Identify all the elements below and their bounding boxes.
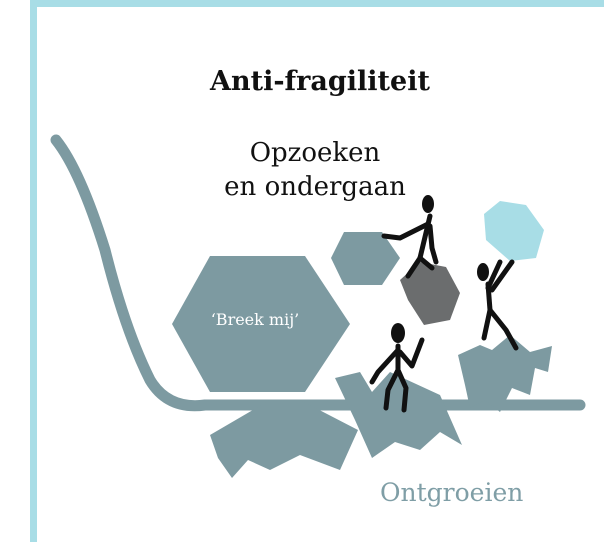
frame-top-border: [30, 0, 604, 7]
broken-piece-left: [210, 400, 358, 478]
broken-piece-center: [335, 372, 462, 458]
hexagon-label: ‘Breek mij’: [210, 310, 300, 329]
dark-hexagon: [400, 262, 460, 325]
seek-label-line2: en ondergaan: [224, 172, 406, 202]
fragility-curve: [50, 134, 586, 412]
light-blue-hexagon: [484, 201, 544, 261]
outgrow-label: Ontgroeien: [380, 478, 524, 507]
frame-left-border: [30, 0, 37, 542]
diagram-title: Anti-fragiliteit: [210, 66, 430, 97]
figure-holding-up: [477, 259, 519, 351]
seek-label: Opzoeken en ondergaan: [215, 136, 415, 204]
seek-label-line1: Opzoeken: [249, 138, 381, 168]
breek-mij-hexagon: [172, 256, 350, 392]
small-grey-hexagon: [331, 232, 400, 285]
figure-pushing: [381, 195, 439, 279]
figure-lifting: [369, 323, 425, 413]
broken-piece-right: [458, 335, 552, 412]
